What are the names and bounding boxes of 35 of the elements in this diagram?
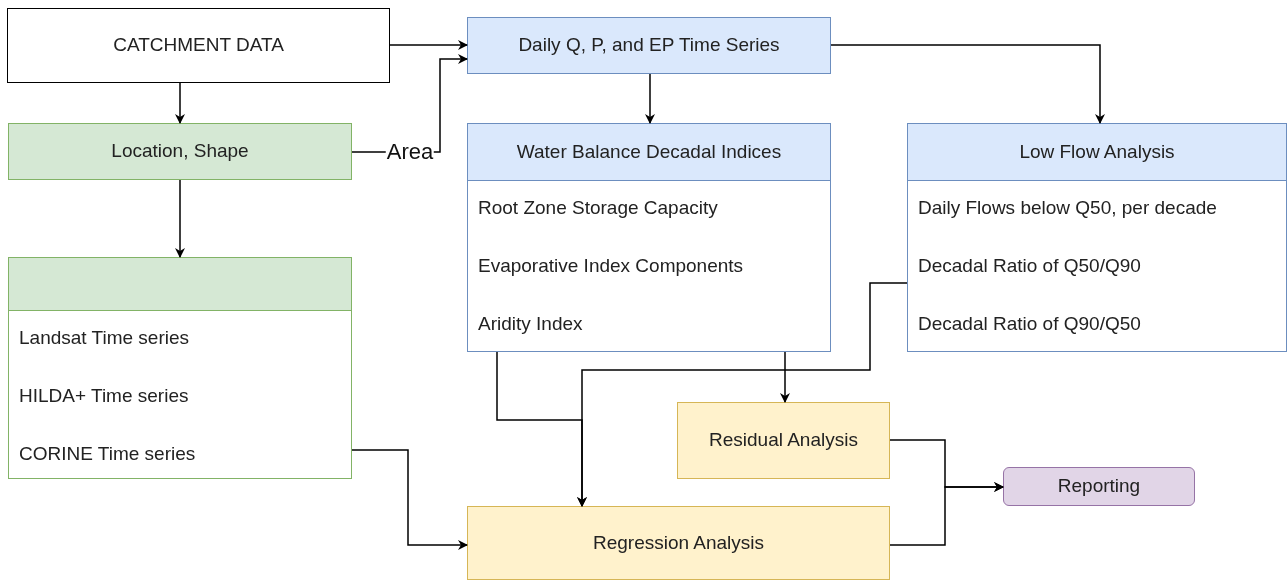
arrow: [389, 40, 468, 50]
list-box: [8, 257, 352, 479]
process-box: [677, 402, 890, 479]
list-box: [907, 123, 1287, 352]
box-label: Daily Q, P, and EP Time Series: [518, 33, 780, 58]
terminal-box: [1003, 467, 1195, 506]
arrow: [645, 73, 655, 124]
item-text: Decadal Ratio of Q90/Q50: [918, 312, 1142, 336]
item-text: Daily Flows below Q50, per decade: [918, 196, 1218, 220]
box-label: Residual Analysis: [709, 428, 858, 453]
item-text: HILDA+ Time series: [19, 384, 190, 408]
arrow: [175, 82, 185, 124]
process-box: [7, 8, 390, 83]
arrow: [780, 351, 790, 403]
arrow: [577, 282, 908, 507]
item-text: Root Zone Storage Capacity: [478, 196, 719, 220]
arrow: [175, 179, 185, 258]
arrow: [830, 44, 1105, 124]
process-box: [467, 506, 890, 580]
header-text: Low Flow Analysis: [1019, 139, 1175, 164]
box-label: Location, Shape: [111, 139, 249, 164]
item-text: Aridity Index: [478, 312, 584, 336]
item-text: Landsat Time series: [19, 326, 191, 350]
box-label: CATCHMENT DATA: [113, 33, 284, 58]
arrow: [351, 449, 468, 550]
box-label: Reporting: [1057, 474, 1141, 499]
item-text: Evaporative Index Components: [478, 254, 745, 278]
process-box: [8, 123, 352, 180]
item-text: Decadal Ratio of Q50/Q90: [918, 254, 1142, 278]
arrow: [889, 482, 1004, 546]
header-text: Water Balance Decadal Indices: [516, 139, 782, 164]
item-text: CORINE Time series: [19, 442, 197, 466]
process-box: [467, 17, 831, 74]
box-label: Regression Analysis: [592, 530, 765, 555]
list-box: [467, 123, 831, 352]
